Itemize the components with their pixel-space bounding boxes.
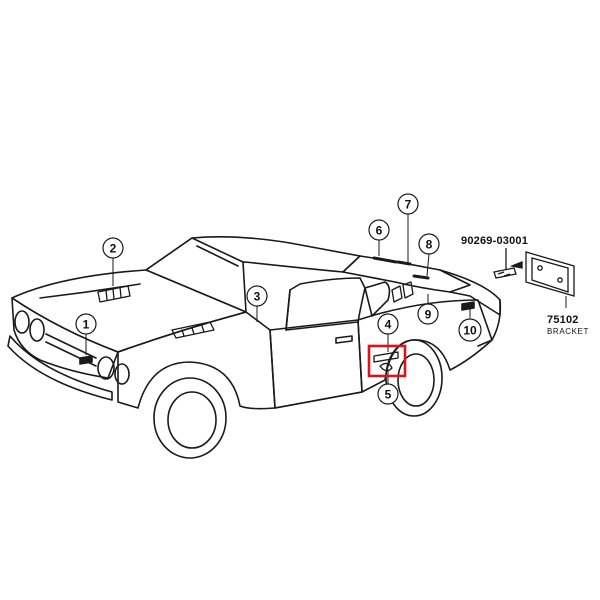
callout-label: 7	[405, 198, 412, 212]
callout-1: 1	[75, 313, 97, 335]
callout-label: 1	[83, 318, 90, 332]
callout-label: 9	[425, 308, 432, 322]
callout-label: 2	[110, 242, 117, 256]
front-wheel	[153, 377, 227, 459]
callout-3: 3	[246, 285, 268, 307]
bracket-part-code: 75102	[547, 314, 579, 326]
bracket-part-description: BRACKET	[547, 327, 589, 336]
car-illustration	[7, 235, 502, 459]
pillar-vents	[391, 281, 414, 303]
cowl-vent	[171, 321, 215, 339]
hood-vents	[97, 285, 131, 303]
car-front	[11, 297, 119, 379]
screw-part-code: 90269-03001	[461, 235, 528, 247]
callout-9: 9	[417, 303, 439, 325]
highlight-box	[367, 344, 407, 378]
callout-5: 5	[377, 383, 399, 405]
callout-label: 6	[376, 224, 383, 238]
bracket-icon	[525, 251, 575, 297]
callout-label: 10	[463, 324, 477, 338]
callout-2: 2	[102, 237, 124, 259]
callout-label: 5	[385, 388, 392, 402]
car-front-fender	[117, 311, 276, 410]
callout-4: 4	[377, 313, 399, 335]
callout-6: 6	[368, 219, 390, 241]
callout-7: 7	[397, 193, 419, 215]
callout-label: 8	[426, 238, 433, 252]
callout-10: 10	[458, 318, 482, 342]
callout-label: 3	[254, 290, 261, 304]
rear-wheel	[385, 339, 443, 417]
callout-8: 8	[418, 233, 440, 255]
callout-label: 4	[385, 318, 392, 332]
screw-icon	[493, 248, 523, 279]
car-side-window	[285, 277, 366, 331]
